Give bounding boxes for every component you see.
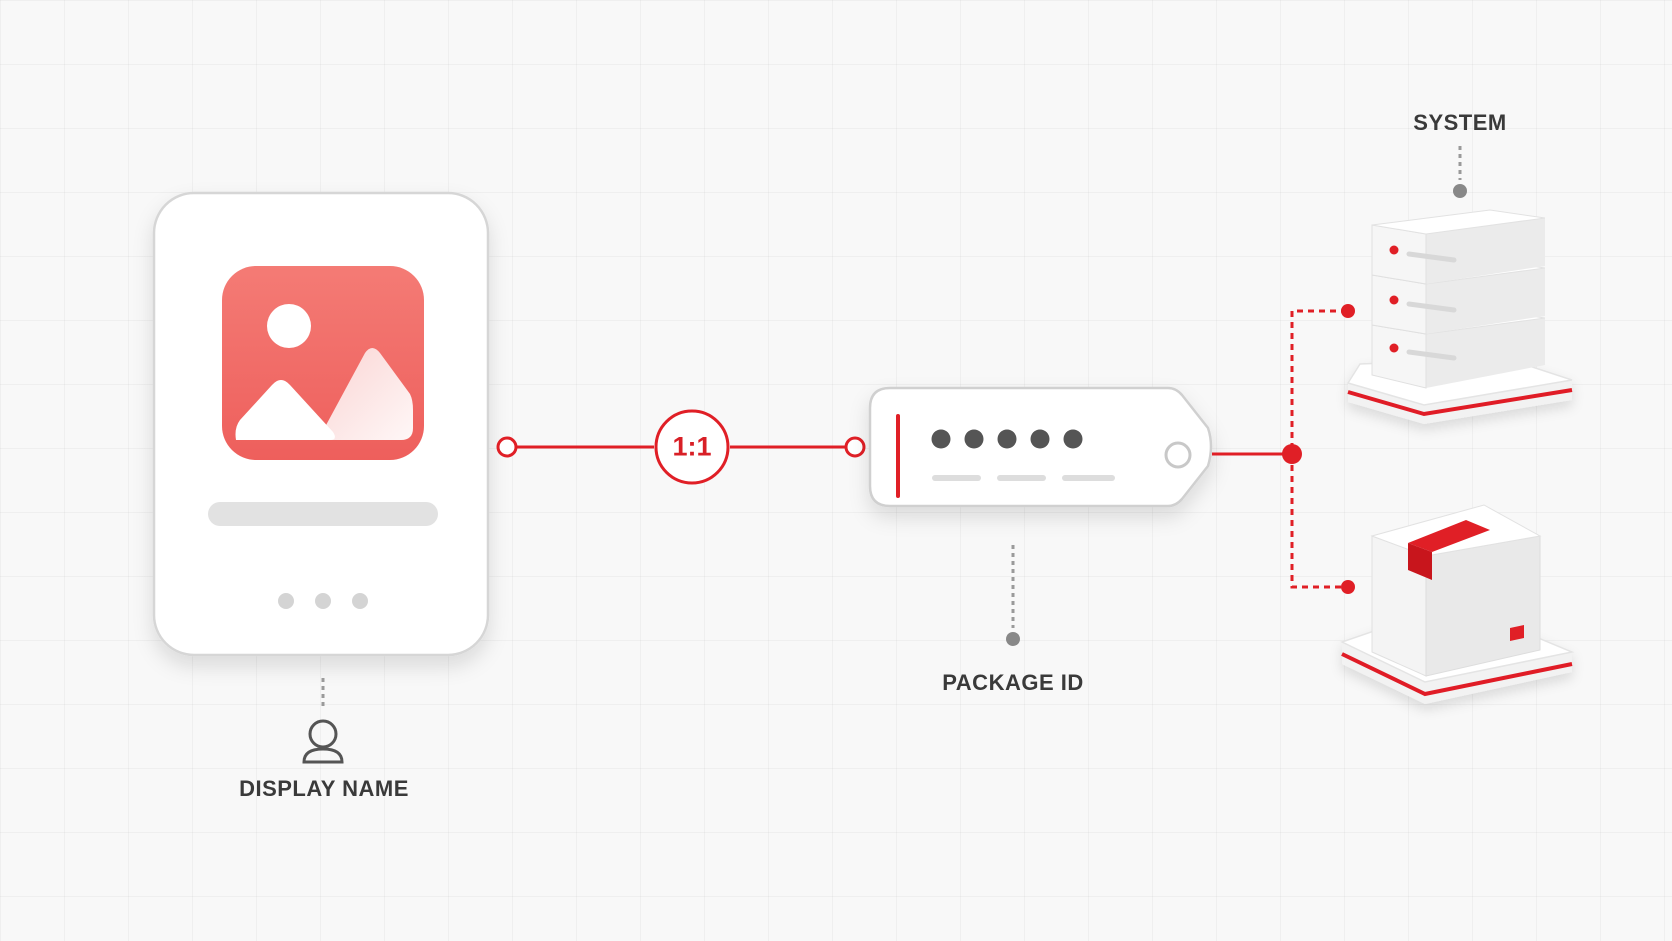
connector-start-node [496,436,518,458]
box-tape-top [1408,520,1490,552]
display-name-label: DISPLAY NAME [239,776,409,801]
app-card [152,191,490,657]
pagination-dots [278,593,368,609]
system-leader-dot [1453,184,1467,198]
box-label [1510,625,1524,641]
ratio-badge [654,409,730,485]
masked-id-dots [931,429,1083,449]
branch-connector [1212,304,1355,594]
image-icon [222,266,424,460]
package-id-leader-dot [1006,632,1020,646]
box-tape-front [1408,543,1432,580]
branch-package-node [1341,580,1355,594]
connector-end-node [844,436,866,458]
id-tag-icon [868,386,1213,508]
system-label: SYSTEM [1413,110,1507,135]
package-box-icon [1340,504,1575,704]
tag-hole [1164,441,1192,469]
server-unit-1 [1371,209,1546,285]
ratio-label: 1:1 [672,431,712,462]
title-placeholder-bar [208,502,438,526]
package-id-label: PACKAGE ID [942,670,1084,695]
user-icon [302,719,344,764]
branch-system-node [1341,304,1355,318]
one-to-one-connector [496,409,866,485]
server-stack-icon [1346,209,1573,424]
